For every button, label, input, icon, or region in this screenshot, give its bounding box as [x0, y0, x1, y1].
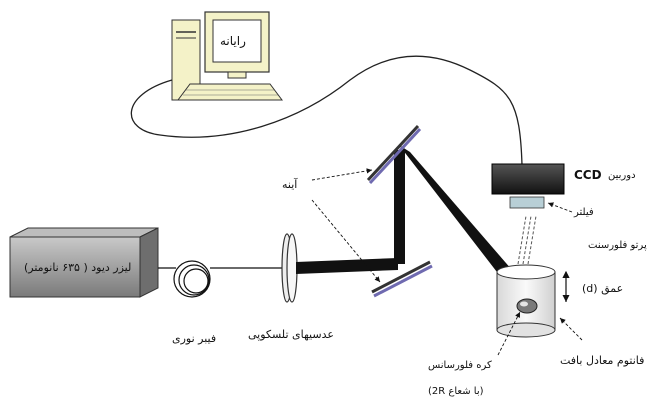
filter: [509, 196, 545, 209]
telescope-lenses: [281, 233, 298, 303]
label-depth: عمق (d): [582, 282, 624, 295]
ccd-camera: [491, 163, 565, 195]
mirror-bottom: [371, 260, 433, 298]
label-fiber: فیبر نوری: [172, 332, 217, 345]
label-phantom: فانتوم معادل بافت: [560, 354, 645, 367]
label-sphere: کره فلورسانس: [428, 360, 492, 371]
optical-fiber: [158, 260, 282, 298]
laser-beam: [296, 145, 512, 276]
label-ccd: CCD: [574, 168, 602, 182]
fluorescence-rays: [517, 215, 537, 265]
label-telescope: عدسیهای تلسکوپی: [248, 328, 334, 341]
label-computer: رایانه: [220, 34, 246, 48]
computer: [171, 11, 283, 101]
label-mirror: آینه: [282, 178, 298, 191]
laser-diode: [9, 227, 159, 298]
label-ccd-camera: دوربین: [608, 170, 636, 181]
label-fluorescence-light: پرتو فلورسنت: [588, 240, 647, 251]
tissue-phantom: [496, 264, 556, 338]
label-filter: فیلتر: [574, 207, 594, 218]
label-laser: لیزر دیود ( ۶۳۵ نانومتر): [24, 261, 132, 274]
data-cable: [130, 55, 523, 166]
label-radius: (با شعاع 2R): [428, 386, 484, 397]
mirror-top: [366, 124, 422, 185]
annotation-arrows: [311, 168, 583, 356]
fluorescent-sphere: [516, 298, 538, 314]
